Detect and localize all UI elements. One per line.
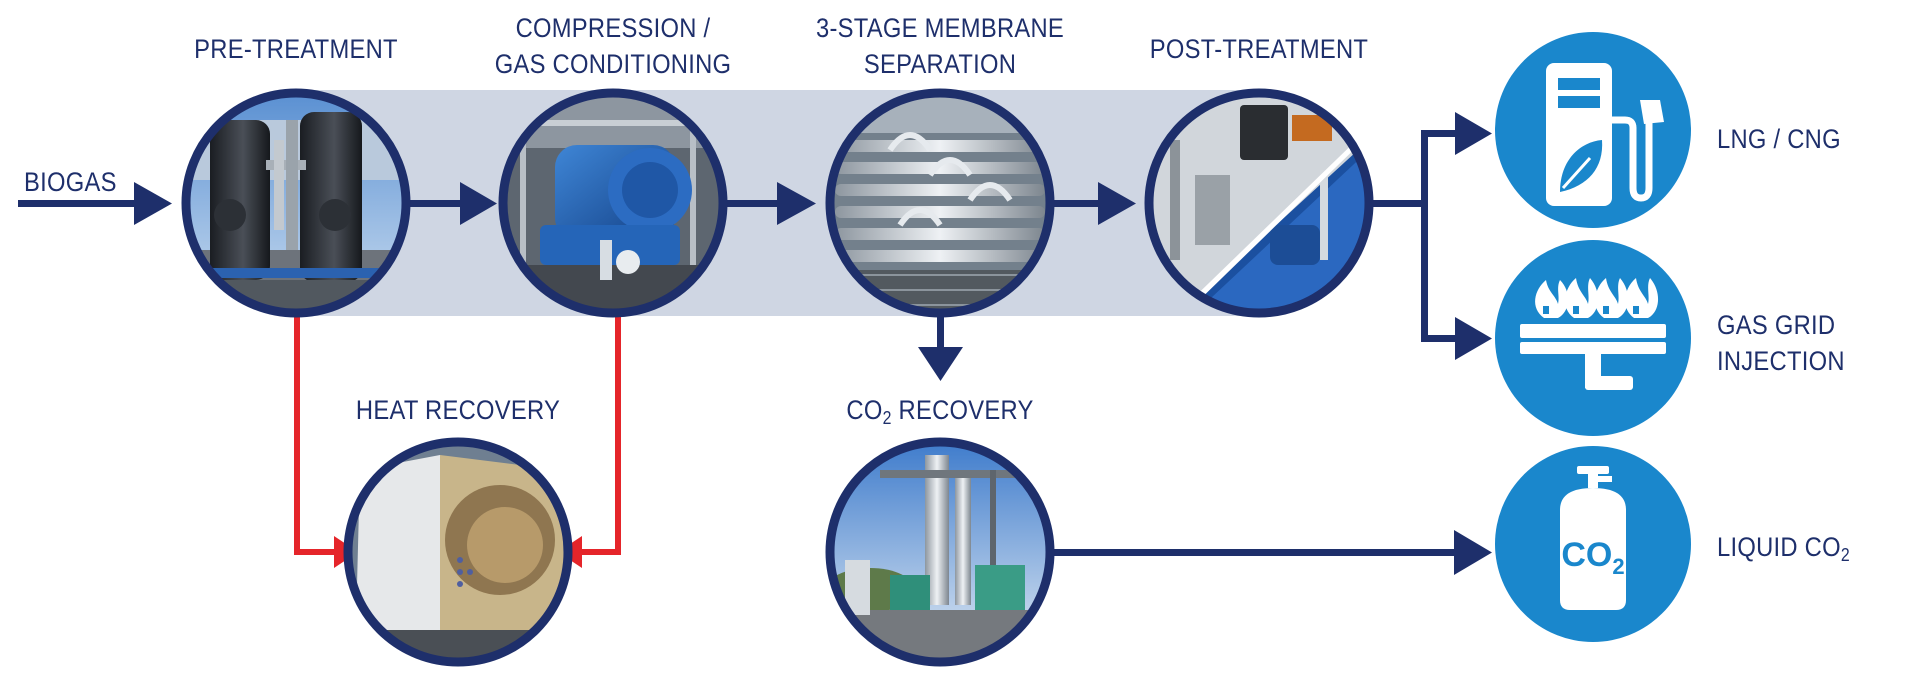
co2-recovery-photo [825, 437, 1055, 667]
compression-photo [498, 88, 728, 318]
output-label-lng-cng: LNG / CNG [1717, 124, 1841, 154]
heat-recovery-label: HEAT RECOVERY [355, 395, 561, 425]
arrow-compression-to-membrane [723, 182, 816, 225]
biogas-label: BIOGAS [24, 167, 117, 197]
arrow-posttreatment-to-outputs [1369, 112, 1492, 360]
gas-flame-grid-icon [1495, 240, 1691, 436]
co2-icon-text: CO2 [1561, 536, 1624, 579]
arrow-membrane-to-posttreatment [1050, 182, 1136, 225]
co2-cylinder-icon: CO2 [1495, 446, 1691, 642]
fuel-pump-leaf-icon [1495, 32, 1691, 228]
stage-label-pretreatment: PRE-TREATMENT [194, 34, 398, 64]
membrane-photo [825, 88, 1055, 318]
posttreatment-photo [1144, 88, 1374, 318]
arrow-pretreatment-to-compression [406, 182, 497, 225]
stage-label-compression: COMPRESSION / GAS CONDITIONING [494, 13, 732, 79]
stage-label-membrane: 3-STAGE MEMBRANE SEPARATION [815, 13, 1065, 79]
pretreatment-photo [181, 88, 411, 318]
stage-label-posttreatment: POST-TREATMENT [1149, 34, 1369, 64]
co2-recovery-label: CO2 RECOVERY [846, 395, 1034, 428]
arrow-membrane-to-co2-recovery [918, 313, 963, 381]
heat-recovery-photo [343, 437, 573, 667]
output-label-gas-grid: GAS GRID INJECTION [1717, 310, 1845, 376]
biogas-inlet-arrow [18, 182, 172, 225]
output-label-liquid-co2: LIQUID CO2 [1717, 532, 1850, 565]
arrow-co2-recovery-to-liquid-co2 [1050, 530, 1492, 575]
